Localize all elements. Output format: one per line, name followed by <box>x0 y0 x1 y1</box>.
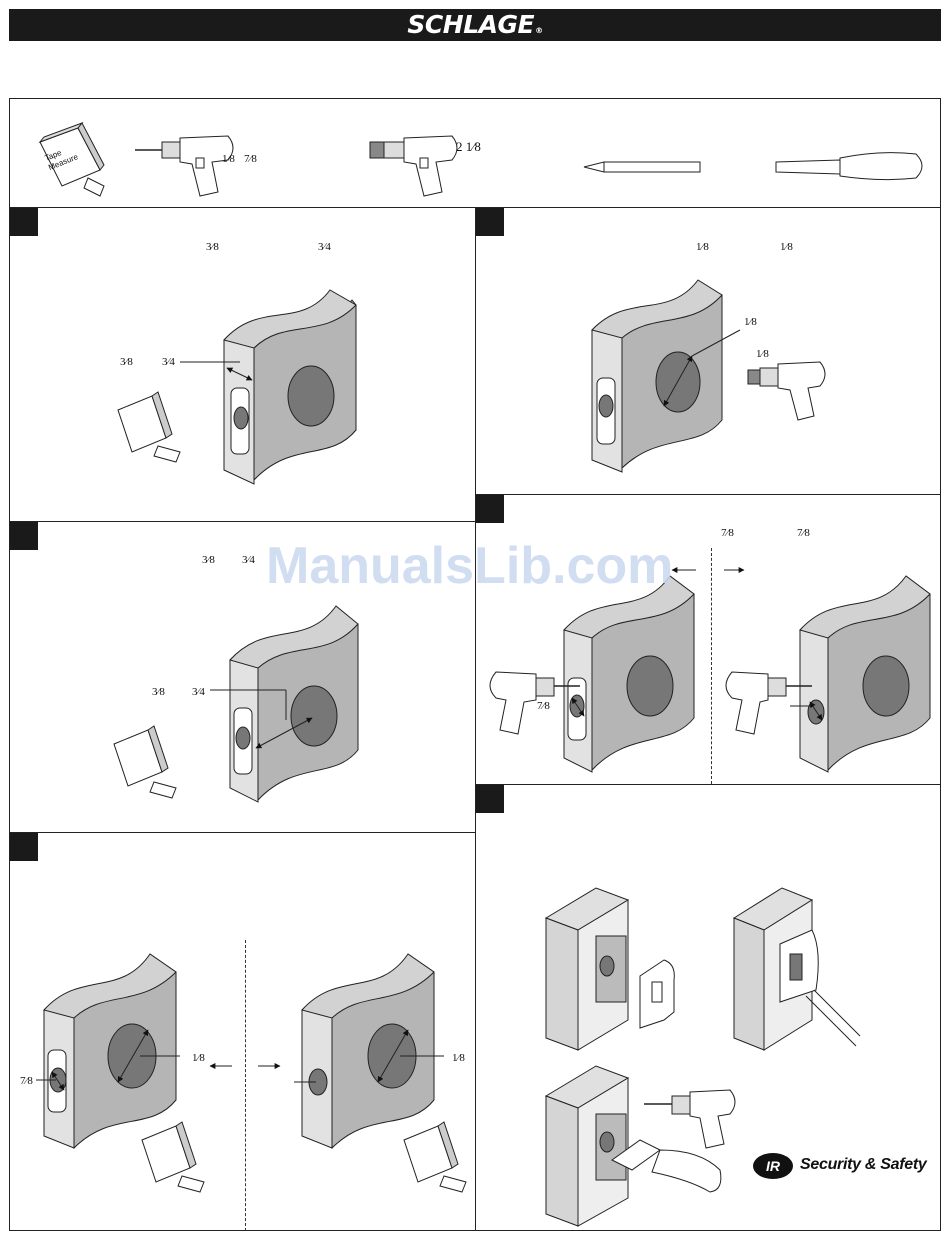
step5-tape-left-icon <box>142 1122 204 1192</box>
step6-frame-b <box>734 888 860 1050</box>
step3-fraction-a: 3⁄8 <box>202 554 215 566</box>
step5-door-right <box>294 954 444 1148</box>
drill-icon <box>135 136 233 196</box>
security-safety-text: Security & Safety <box>800 1156 927 1174</box>
step3-door <box>210 606 358 802</box>
step1-fraction-b: 3⁄4 <box>318 241 331 253</box>
step5-door-left <box>36 954 180 1148</box>
step4-drill-right-icon <box>726 672 812 734</box>
step3-tape-measure-icon <box>114 726 176 798</box>
step3-dimension-a: 3⁄8 <box>152 686 165 698</box>
step6-frame-c <box>546 1066 721 1226</box>
tools-holesaw-fraction: 2 1⁄8 <box>456 139 481 155</box>
step6-drill-icon <box>644 1090 735 1148</box>
step4-fraction-a: 7⁄8 <box>721 527 734 539</box>
ir-logo-icon: IR <box>752 1152 794 1180</box>
step1-door <box>180 290 356 484</box>
step4-dimension-a: 7⁄8 <box>537 700 550 712</box>
hole-saw-drill-icon <box>370 136 457 196</box>
step1-dimension-b: 3⁄4 <box>162 356 175 368</box>
step5-dimension-c: 1⁄8 <box>452 1052 465 1064</box>
step4-fraction-b: 7⁄8 <box>797 527 810 539</box>
step4-door-left <box>564 576 694 772</box>
step3-dimension-b: 3⁄4 <box>192 686 205 698</box>
step6-frame-a <box>546 888 674 1050</box>
step3-fraction-b: 3⁄4 <box>242 554 255 566</box>
step4-door-right <box>790 576 930 772</box>
ir-logo-mark: IR <box>766 1158 781 1174</box>
step5-dimension-b: 7⁄8 <box>20 1075 33 1087</box>
step2-fraction-a: 1⁄8 <box>696 241 709 253</box>
watermark: ManualsLib.com <box>266 536 673 596</box>
chisel-icon <box>776 153 922 180</box>
tools-drill-fraction-b: 7⁄8 <box>244 153 257 165</box>
step2-door <box>592 280 740 472</box>
step2-drill-icon <box>748 362 825 420</box>
step5-dimension-a: 1⁄8 <box>192 1052 205 1064</box>
step2-fraction-b: 1⁄8 <box>780 241 793 253</box>
step2-dimension-b: 1⁄8 <box>756 348 769 360</box>
pencil-icon <box>584 162 700 172</box>
step2-dimension-a: 1⁄8 <box>744 316 757 328</box>
step5-tape-right-icon <box>404 1122 466 1192</box>
step1-dimension-a: 3⁄8 <box>120 356 133 368</box>
tools-drill-fraction-a: 1⁄8 <box>222 153 235 165</box>
step1-tape-measure-icon <box>118 392 180 462</box>
step1-fraction-a: 3⁄8 <box>206 241 219 253</box>
